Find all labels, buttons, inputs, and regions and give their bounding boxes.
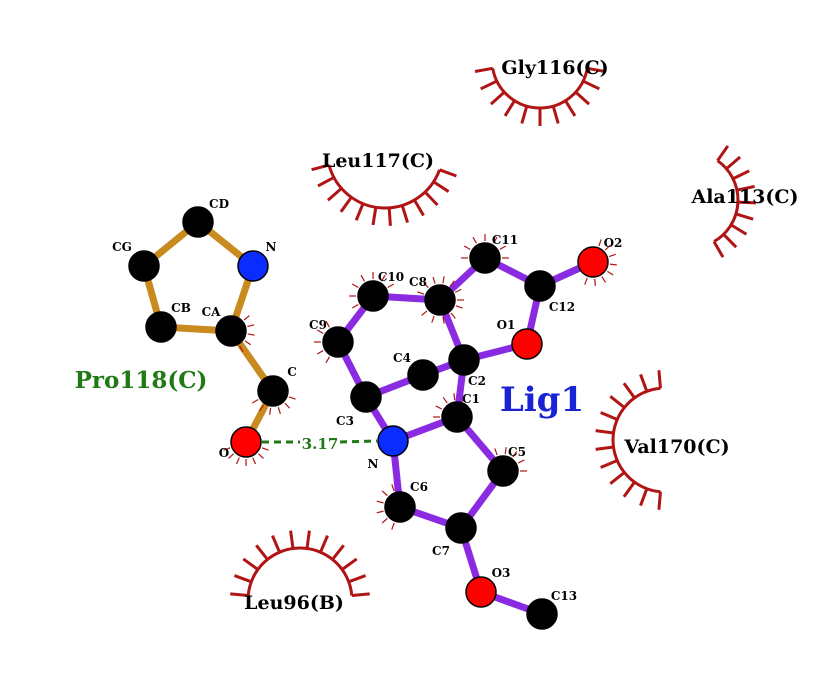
contact-lashes-o — [223, 447, 269, 466]
hydrophobic-label-val170: Val170(C) — [623, 436, 729, 458]
ligand-atom-label-c1: C1 — [462, 392, 480, 406]
contact-lashes-c11 — [461, 234, 509, 259]
ligand-atom-label-c12: C12 — [549, 300, 575, 314]
ligand-atom-label-c11: C11 — [492, 233, 518, 247]
ligand-atom-c5 — [487, 455, 519, 487]
contact-lashes-c9 — [314, 320, 331, 364]
atoms — [128, 206, 617, 630]
ligand-atom-c12 — [524, 270, 556, 302]
contact-lashes-o2 — [584, 239, 617, 286]
hydrogen-bond-line-2 — [339, 439, 378, 444]
ligand-name-label: Lig1 — [500, 380, 584, 420]
hydrophobic-arc-leu96 — [230, 530, 370, 597]
ligand-atom-c6 — [384, 491, 416, 523]
hydrophobic-label-ala113: Ala113(C) — [690, 186, 798, 208]
hbond-distance-label: 3.17 — [302, 435, 339, 453]
ligand-atom-label-o2: O2 — [604, 236, 623, 250]
residue-atom-cg — [128, 250, 160, 282]
contact-lashes-c6 — [376, 484, 395, 530]
residue-atom-cd — [182, 206, 214, 238]
hydrophobic-arc-val170 — [595, 370, 662, 510]
ligand-atom-label-c10: C10 — [378, 270, 404, 284]
residue-name-label: Pro118(C) — [75, 367, 208, 394]
ligand-atom-c2 — [448, 344, 480, 376]
ligand-atom-label-c8: C8 — [409, 275, 427, 289]
ligand-atom-c13 — [526, 598, 558, 630]
ligand-atom-label-c9: C9 — [309, 318, 327, 332]
ligand-atom-o3 — [465, 576, 497, 608]
ligand-atom-label-c3: C3 — [336, 414, 354, 428]
ligand-atom-c10 — [357, 280, 389, 312]
contact-lashes-c8 — [417, 276, 464, 301]
ligand-atom-c7 — [445, 512, 477, 544]
contact-lashes-c5 — [494, 447, 527, 472]
hydrophobic-contacts — [230, 66, 757, 597]
hydrophobic-arc-leu117 — [311, 163, 457, 226]
hydrophobic-label-leu117: Leu117(C) — [322, 150, 434, 172]
ligand-atom-label-c7: C7 — [432, 544, 450, 558]
residue-atom-label-n: N — [266, 240, 277, 254]
ligand-atom-label-o3: O3 — [492, 566, 511, 580]
residue-atom-label-ca: CA — [202, 305, 222, 319]
ligand-atom-c8 — [424, 284, 456, 316]
hydrophobic-label-leu96: Leu96(B) — [244, 592, 344, 614]
contact-lashes-c1 — [433, 393, 466, 418]
ligand-atom-o1 — [511, 328, 543, 360]
ligand-atom-c1 — [441, 401, 473, 433]
hydrophobic-arc-gly116 — [474, 66, 606, 126]
hydrophobic-label-gly116: Gly116(C) — [501, 57, 608, 79]
ligand-atom-n — [377, 425, 409, 457]
residue-atom-label-cd: CD — [209, 197, 229, 211]
ligand-atom-label-c5: C5 — [508, 445, 526, 459]
residue-atom-label-c: C — [287, 365, 297, 379]
ligand-atom-c4 — [407, 359, 439, 391]
ligand-atom-label-n: N — [368, 457, 379, 471]
ligand-atom-label-c2: C2 — [468, 374, 486, 388]
ligand-atom-c11 — [469, 242, 501, 274]
ligand-atom-o2 — [577, 246, 609, 278]
contact-lashes-c8b — [421, 305, 463, 324]
contact-lashes-ca — [238, 315, 255, 353]
ligand-atom-c9 — [322, 326, 354, 358]
ligand-atom-label-o1: O1 — [497, 318, 516, 332]
residue-atom-o — [230, 426, 262, 458]
residue-atom-label-o: O — [219, 446, 229, 460]
contact-lashes-c10 — [349, 272, 395, 309]
residue-atom-label-cg: CG — [112, 240, 132, 254]
ligand-atom-c3 — [350, 381, 382, 413]
ligand-atom-label-c6: C6 — [410, 480, 428, 494]
hydrogen-bond: 3.17 — [262, 435, 378, 453]
ligand-atom-label-c4: C4 — [393, 351, 411, 365]
contact-lashes-c — [251, 396, 296, 415]
residue-atom-c — [257, 375, 289, 407]
residue-atom-cb — [145, 311, 177, 343]
residue-atom-n — [237, 250, 269, 282]
residue-atom-ca — [215, 315, 247, 347]
residue-atom-label-cb: CB — [171, 301, 191, 315]
ligand-atom-label-c13: C13 — [551, 589, 577, 603]
hydrophobic-arc-ala113 — [712, 145, 757, 258]
